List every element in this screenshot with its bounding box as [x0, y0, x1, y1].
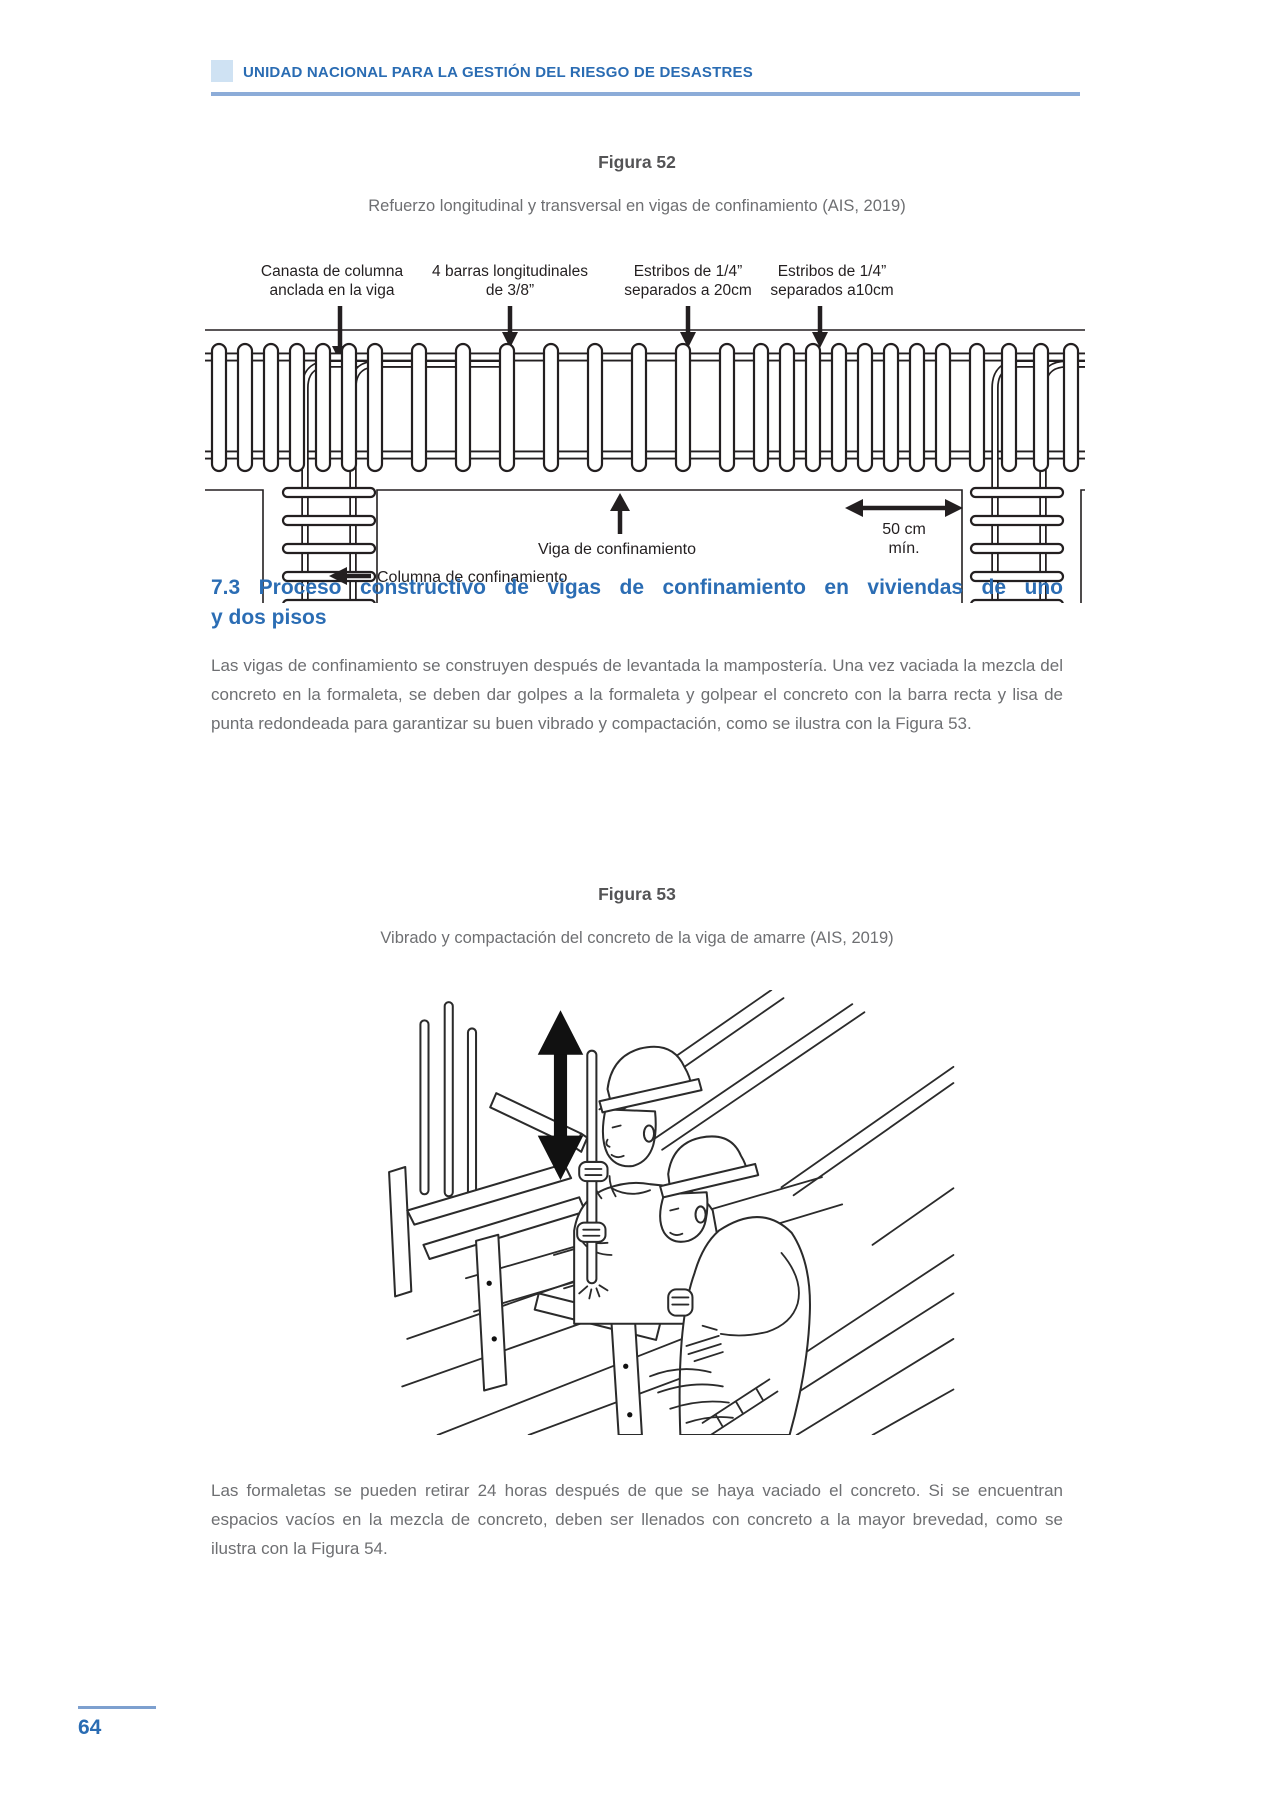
rebar-dowels — [419, 1001, 478, 1199]
section-heading: 7.3 Proceso constructivo de vigas de con… — [211, 573, 1063, 634]
label-estribos10-line2: separados a10cm — [770, 282, 893, 299]
worker-2 — [659, 1135, 811, 1435]
columna-annotation: Columna de confinamiento — [329, 567, 567, 586]
page-number: 64 — [78, 1716, 102, 1739]
label-columna: Columna de confinamiento — [377, 569, 567, 586]
label-estribos20-line2: separados a 20cm — [624, 282, 752, 299]
tamping-rod — [576, 1049, 609, 1300]
header-rule — [211, 92, 1080, 96]
paragraph-1: Las vigas de confinamiento se construyen… — [211, 656, 1063, 734]
label-barras-line2: de 3/8” — [486, 282, 534, 299]
figure53-caption: Vibrado y compactación del concreto de l… — [380, 929, 894, 947]
impact-marks — [578, 1284, 609, 1300]
figure52-labels: Canasta de columna anclada en la viga 4 … — [261, 263, 894, 299]
column-stirrup-rungs — [281, 486, 1065, 603]
label-canasta-line1: Canasta de columna — [261, 263, 404, 280]
label-barras-line1: 4 barras longitudinales — [432, 263, 588, 280]
dimension-annotation: 50 cm mín. — [845, 499, 963, 557]
section-heading-line1: 7.3 Proceso constructivo de vigas de con… — [211, 576, 1063, 599]
header-title: UNIDAD NACIONAL PARA LA GESTIÓN DEL RIES… — [243, 64, 753, 81]
worker-1-hand-lower — [576, 1221, 607, 1243]
worker-2-face — [659, 1191, 709, 1243]
label-estribos20-line1: Estribos de 1/4” — [634, 263, 743, 280]
worker-2-fist — [667, 1288, 694, 1317]
worker-1-face — [601, 1108, 657, 1168]
vibration-arrow — [537, 1010, 584, 1181]
beam-stirrups — [210, 342, 1080, 473]
figure52-caption: Refuerzo longitudinal y transversal en v… — [368, 197, 906, 215]
label-viga: Viga de confinamiento — [538, 541, 696, 558]
label-dim-line1: 50 cm — [882, 521, 926, 538]
wall-outlines — [205, 489, 1085, 603]
worker-2-smoothing-hand — [685, 1324, 724, 1363]
figure52-title: Figura 52 — [598, 152, 676, 172]
paragraph-2: Las formaletas se pueden retirar 24 hora… — [211, 1481, 1063, 1559]
figure53-illustration — [388, 990, 955, 1435]
worker-1-hand-upper — [578, 1160, 609, 1183]
label-dim-line2: mín. — [888, 540, 919, 557]
viga-annotation: Viga de confinamiento — [538, 493, 696, 558]
rebar-ladder — [701, 1378, 779, 1435]
label-estribos10-line1: Estribos de 1/4” — [778, 263, 887, 280]
section-heading-line2: y dos pisos — [211, 606, 327, 630]
label-canasta-line2: anclada en la viga — [270, 282, 395, 299]
figure52-diagram: Canasta de columna anclada en la viga 4 … — [205, 263, 1085, 603]
header-accent-square — [211, 60, 233, 82]
footer-rule — [78, 1706, 156, 1709]
figure53-title: Figura 53 — [598, 884, 676, 904]
